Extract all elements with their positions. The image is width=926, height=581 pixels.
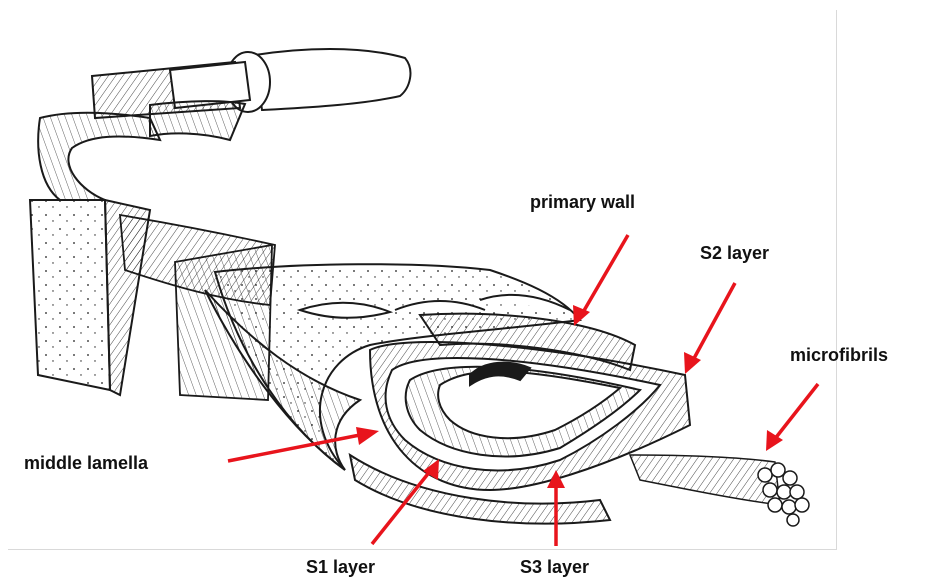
- label-s2-layer: S2 layer: [700, 244, 769, 262]
- frame-bottom-edge: [8, 549, 837, 550]
- label-primary-wall: primary wall: [530, 193, 635, 211]
- frame-right-edge: [836, 10, 837, 550]
- label-s3-layer: S3 layer: [520, 558, 589, 576]
- arrow-microfibrils: [766, 384, 818, 451]
- arrow-primary-wall: [573, 235, 628, 326]
- label-middle-lamella: middle lamella: [24, 454, 148, 472]
- arrow-s2-layer: [684, 283, 735, 374]
- label-s1-layer: S1 layer: [306, 558, 375, 576]
- microfibril-bundle: [630, 455, 809, 526]
- label-microfibrils: microfibrils: [790, 346, 888, 364]
- nested-layers: [350, 342, 690, 524]
